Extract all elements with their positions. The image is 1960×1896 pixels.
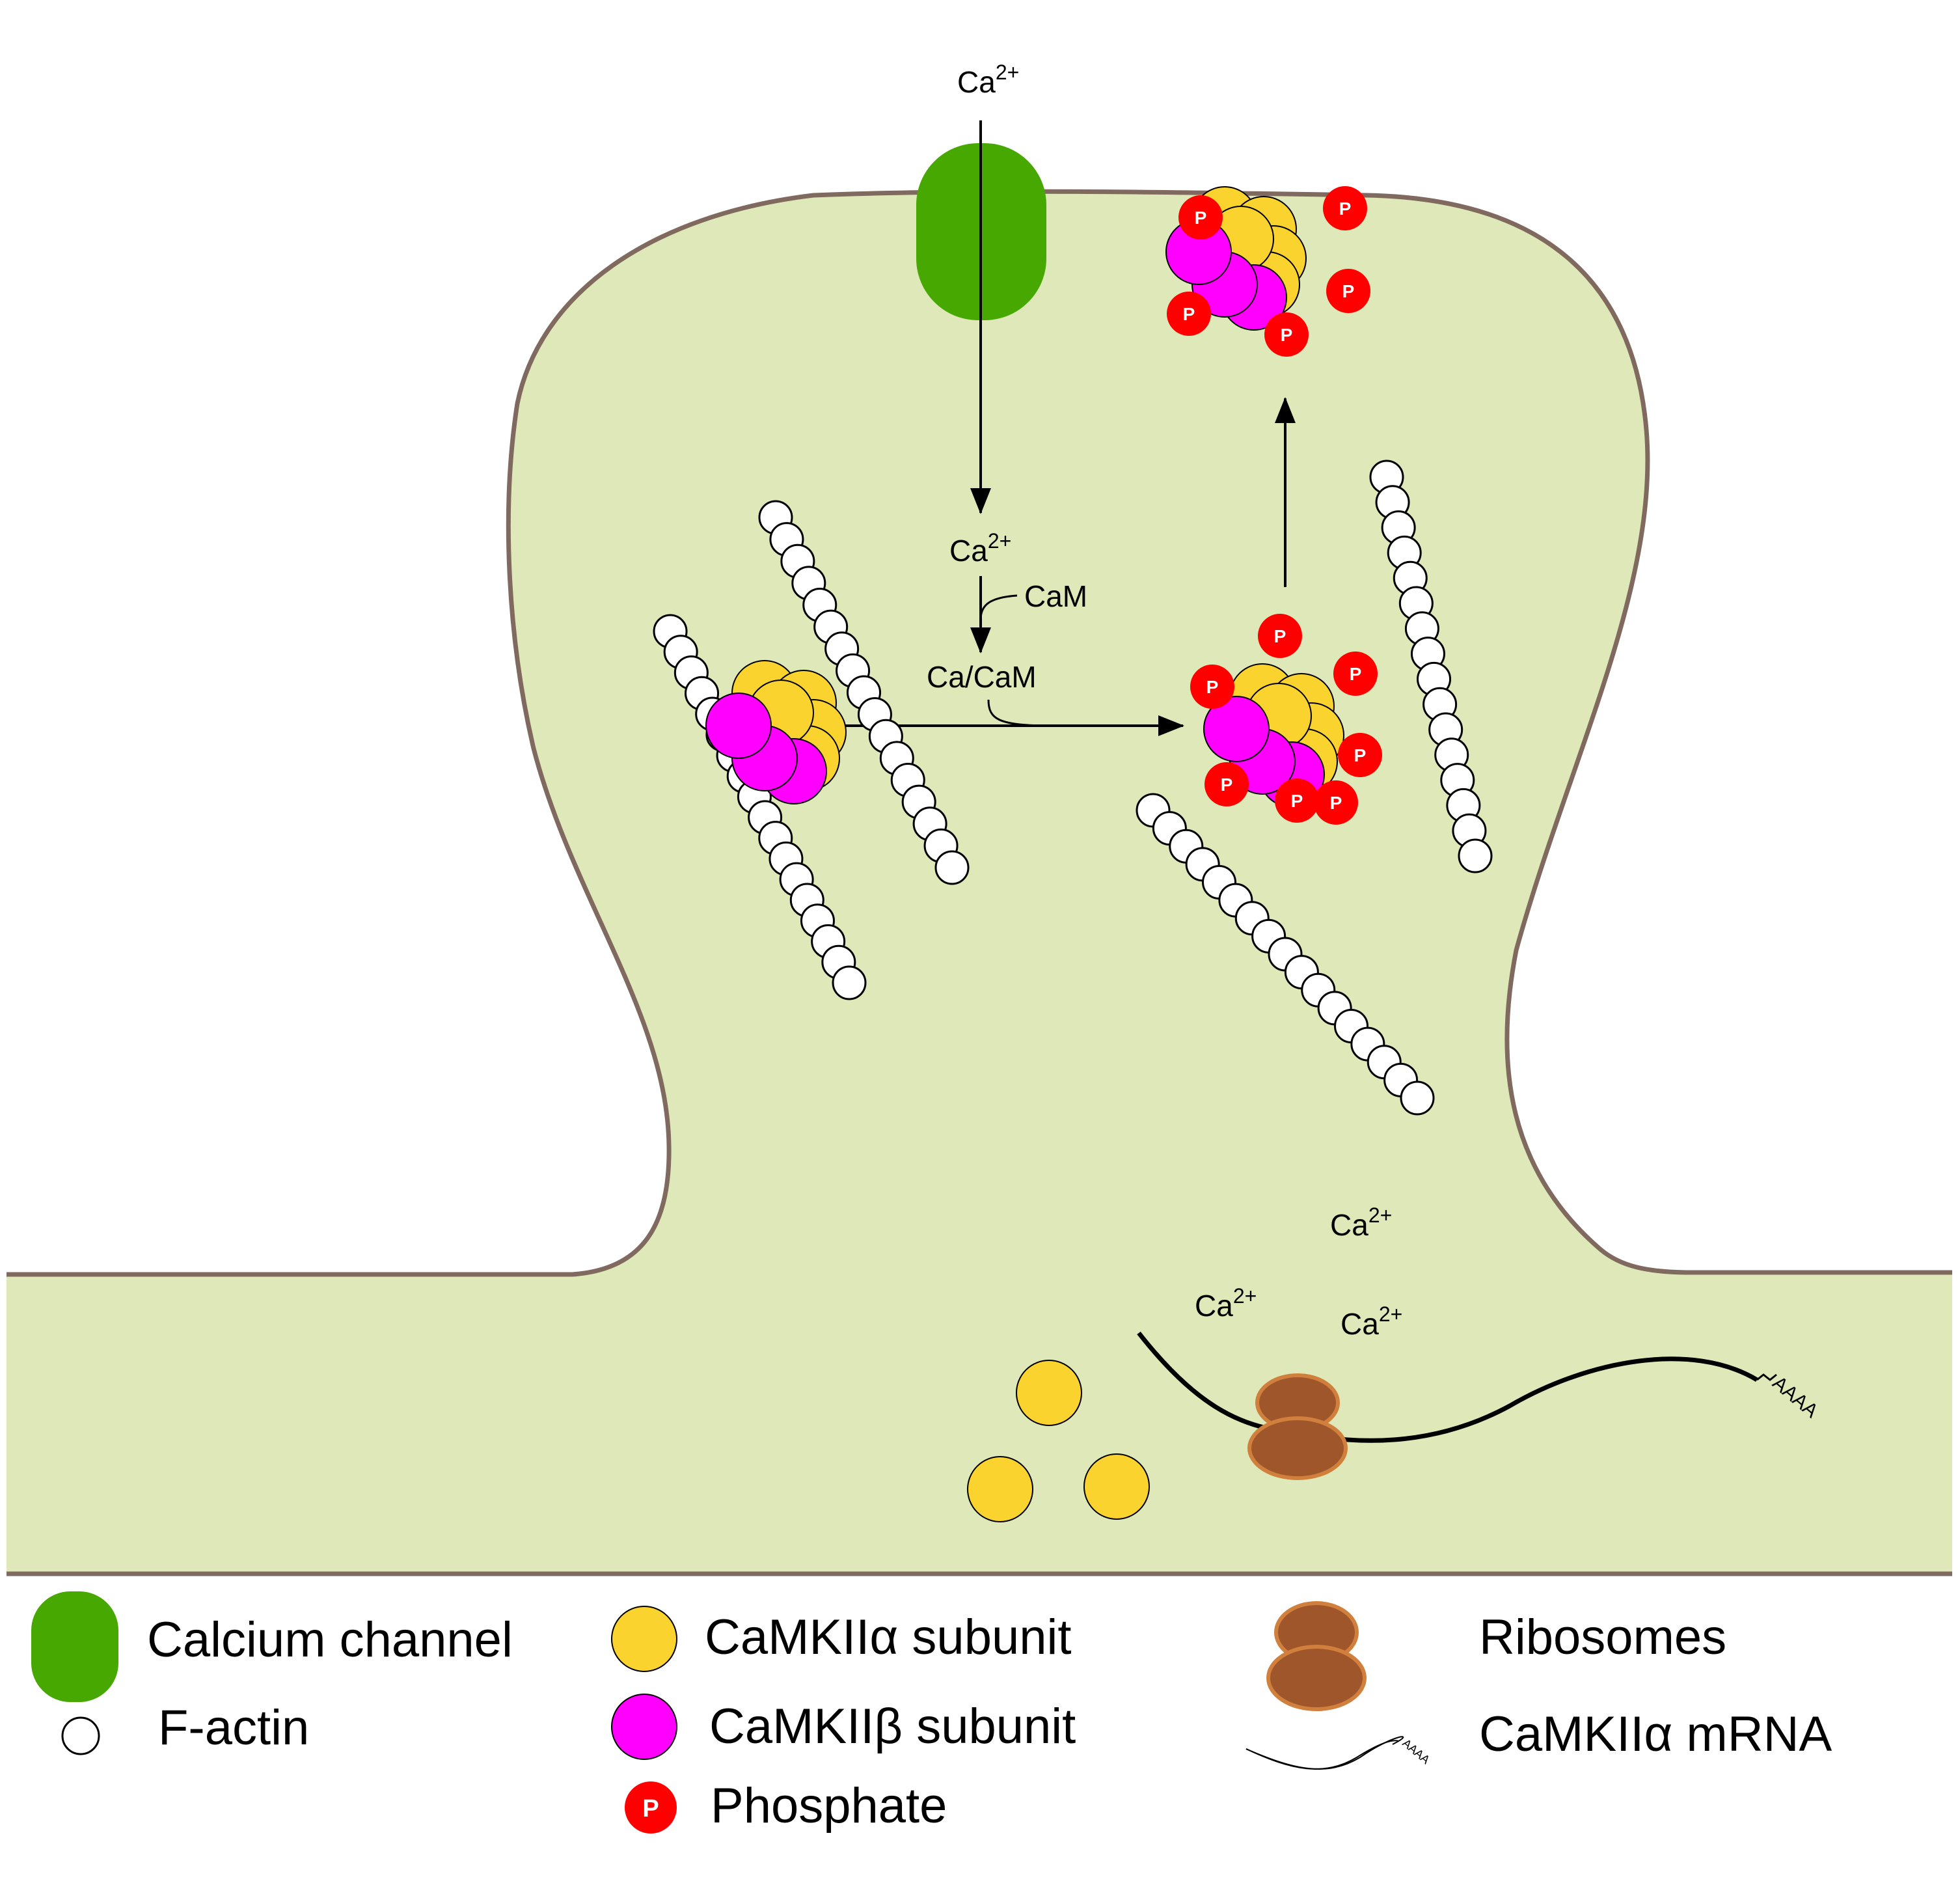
ca-outside-label: Ca2+ (957, 61, 1019, 99)
svg-text:P: P (1281, 325, 1293, 345)
svg-text:P: P (1342, 281, 1355, 301)
phosphate-group: P (1205, 762, 1249, 806)
phosphate-group: P (1323, 186, 1367, 230)
cam-label: CaM (1024, 579, 1087, 613)
svg-text:P: P (1339, 199, 1352, 219)
legend-calcium-channel-swatch (31, 1591, 118, 1702)
legend-ribosome-swatch (1266, 1601, 1367, 1711)
poly-a-squiggle (1756, 1373, 1777, 1381)
legend-alpha-subunit-label: CaMKIIα subunit (705, 1610, 1072, 1665)
camkii-alpha-mrna (1137, 1331, 1758, 1443)
svg-text:P: P (1221, 775, 1233, 795)
legend-beta-subunit-swatch (611, 1694, 677, 1760)
ca-cam-label: Ca/CaM (927, 660, 1037, 694)
phosphate-group: P (1333, 652, 1378, 696)
f-actin-monomer (1400, 1080, 1435, 1116)
camkii-beta-subunit (1203, 696, 1270, 762)
ca-free-label-3: Ca2+ (1341, 1302, 1402, 1341)
ca-inside-label: Ca2+ (949, 529, 1011, 568)
ribosome (1247, 1373, 1348, 1480)
camkii-holoenzyme-inactive (705, 660, 847, 804)
dendritic-spine-cytoplasm (7, 191, 1952, 1574)
f-actin-monomer (1458, 838, 1493, 873)
phosphate-group: P (1326, 269, 1370, 313)
f-actin-filament (1369, 460, 1493, 873)
svg-text:P: P (1330, 793, 1342, 813)
legend-f-actin-swatch (61, 1716, 100, 1755)
phosphate-group: P (1338, 733, 1382, 777)
svg-text:P: P (1195, 208, 1207, 228)
camkii-holoenzyme-phosphorylated: P P P P P P P (1190, 614, 1382, 825)
phosphate-group: P (1258, 614, 1302, 658)
phosphate-group: P (1178, 195, 1223, 240)
svg-text:P: P (642, 1795, 659, 1822)
svg-text:P: P (1350, 664, 1362, 684)
phosphate-group: P (1167, 292, 1211, 336)
svg-text:AAAA: AAAA (1400, 1737, 1432, 1766)
cam-binding-curve (979, 594, 1018, 619)
svg-text:P: P (1206, 677, 1219, 697)
svg-text:P: P (1274, 626, 1286, 646)
spine-membrane (7, 189, 1952, 1277)
f-actin-filament (1136, 793, 1435, 1116)
phosphate-group: P (1314, 780, 1358, 825)
legend-ribosomes-label: Ribosomes (1479, 1610, 1726, 1665)
free-alpha-subunit (1016, 1360, 1082, 1426)
svg-text:P: P (1183, 304, 1195, 324)
legend-calcium-channel-label: Calcium channel (147, 1612, 513, 1668)
svg-text:P: P (1354, 745, 1367, 765)
legend-f-actin-label: F-actin (158, 1700, 309, 1755)
legend-mrna-label: CaMKIIα mRNA (1479, 1707, 1832, 1762)
phosphate-group: P (1264, 312, 1309, 357)
legend-phosphate-swatch: P (625, 1781, 677, 1834)
f-actin-layer (653, 460, 1493, 1116)
legend-alpha-subunit-swatch (611, 1606, 677, 1672)
f-actin-filament (758, 500, 970, 885)
free-alpha-subunit (1083, 1453, 1150, 1520)
cacam-binding-curve (987, 699, 1042, 727)
f-actin-monomer (934, 850, 970, 885)
svg-text:P: P (1291, 791, 1303, 811)
legend: Calcium channel F-actin CaMKIIα subunit … (31, 1591, 1832, 1834)
ca-free-label-1: Ca2+ (1330, 1203, 1392, 1242)
camkii-holoenzymes: P P P P P P P P P P P P (705, 186, 1382, 825)
free-alpha-subunit (967, 1456, 1033, 1522)
camkii-holoenzyme-translocated: P P P P P (1165, 186, 1370, 357)
ca-free-label-2: Ca2+ (1195, 1284, 1257, 1323)
legend-beta-subunit-label: CaMKIIβ subunit (709, 1699, 1076, 1754)
camkii-beta-subunit (705, 693, 772, 759)
legend-mrna-swatch: AAAA (1245, 1736, 1432, 1770)
f-actin-monomer (832, 965, 867, 1000)
phosphate-group: P (1190, 665, 1234, 709)
legend-phosphate-label: Phosphate (711, 1778, 947, 1834)
phosphate-group: P (1275, 778, 1319, 823)
